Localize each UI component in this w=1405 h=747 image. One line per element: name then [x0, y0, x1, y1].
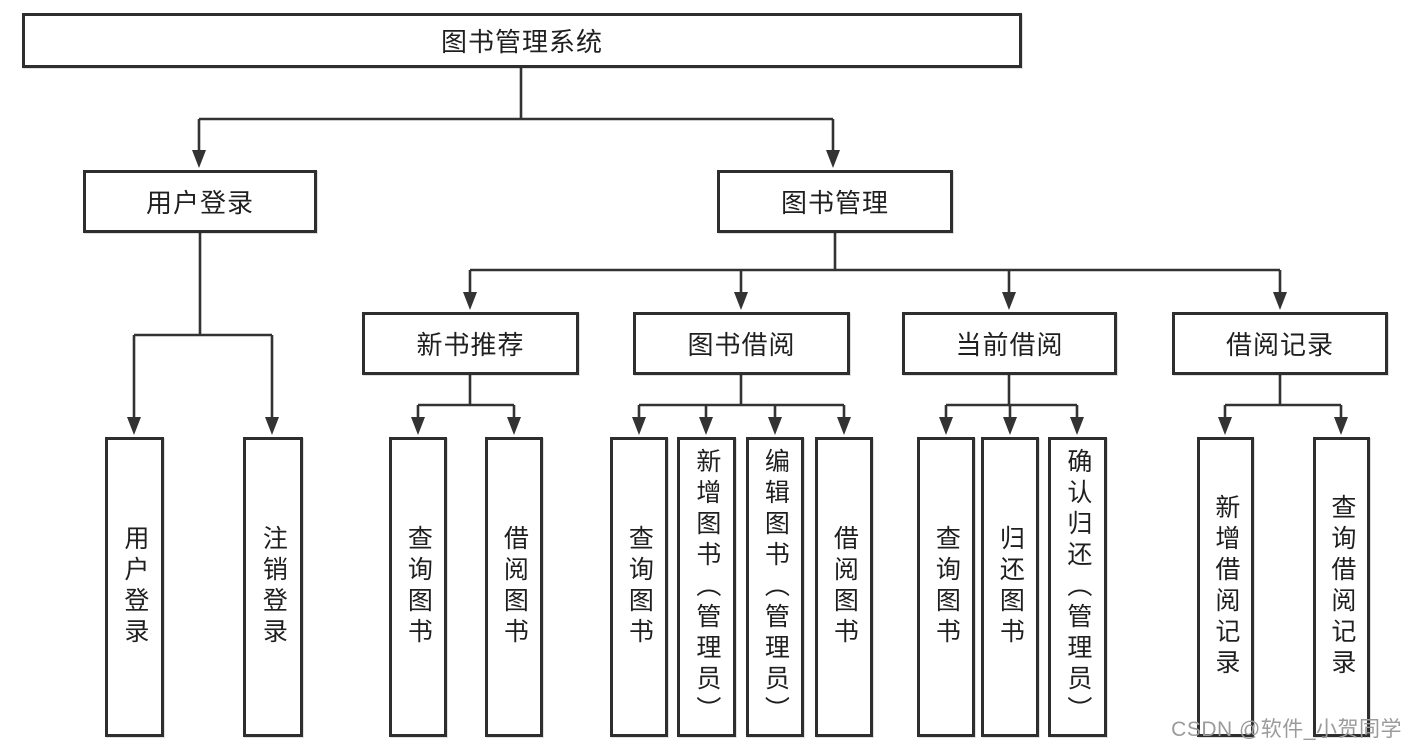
- leaf-user-login: 用户登录: [105, 437, 164, 737]
- node-label: 图书管理系统: [440, 27, 603, 57]
- leaf-label: 查询图书: [404, 525, 433, 649]
- node-label: 当前借阅: [955, 330, 1064, 360]
- leaf-query-borrow-record: 查询借阅记录: [1313, 437, 1370, 737]
- leaf-query-book-recommend: 查询图书: [389, 437, 447, 737]
- node-new-book-recommend: 新书推荐: [362, 312, 579, 375]
- node-label: 新书推荐: [416, 330, 525, 360]
- leaf-label: 查询图书: [625, 525, 654, 649]
- leaf-label: 编辑图书（管理员）: [761, 447, 790, 727]
- leaf-label: 借阅图书: [500, 525, 529, 649]
- node-book-borrowing: 图书借阅: [633, 312, 850, 375]
- node-library-system: 图书管理系统: [22, 13, 1022, 68]
- node-label: 图书借阅: [687, 330, 796, 360]
- leaf-label: 查询借阅记录: [1327, 494, 1356, 680]
- leaf-query-book-borrowing: 查询图书: [610, 437, 668, 737]
- node-label: 借阅记录: [1225, 330, 1334, 360]
- node-user-login: 用户登录: [83, 170, 317, 233]
- leaf-query-book-current: 查询图书: [917, 437, 975, 737]
- node-borrow-records: 借阅记录: [1172, 312, 1388, 375]
- leaf-label: 归还图书: [996, 525, 1025, 649]
- leaf-borrow-book-borrowing: 借阅图书: [815, 437, 873, 737]
- leaf-label: 查询图书: [932, 525, 961, 649]
- node-label: 用户登录: [145, 188, 254, 218]
- leaf-label: 借阅图书: [830, 525, 859, 649]
- leaf-add-borrow-record: 新增借阅记录: [1197, 437, 1254, 737]
- node-label: 图书管理: [780, 188, 889, 218]
- leaf-label: 新增图书（管理员）: [692, 447, 721, 727]
- leaf-label: 用户登录: [120, 525, 149, 649]
- leaf-logout-login: 注销登录: [243, 437, 303, 737]
- node-current-borrowing: 当前借阅: [902, 312, 1117, 375]
- leaf-return-book: 归还图书: [981, 437, 1039, 737]
- node-book-management: 图书管理: [717, 170, 953, 233]
- leaf-label: 注销登录: [259, 525, 288, 649]
- leaf-confirm-return-admin: 确认归还（管理员）: [1048, 437, 1107, 737]
- leaf-label: 新增借阅记录: [1211, 494, 1240, 680]
- leaf-edit-book-admin: 编辑图书（管理员）: [746, 437, 804, 737]
- leaf-label: 确认归还（管理员）: [1063, 447, 1092, 727]
- watermark-text: CSDN @软件_小贺同学: [1171, 718, 1402, 741]
- leaf-add-book-admin: 新增图书（管理员）: [677, 437, 736, 737]
- leaf-borrow-book-recommend: 借阅图书: [485, 437, 543, 737]
